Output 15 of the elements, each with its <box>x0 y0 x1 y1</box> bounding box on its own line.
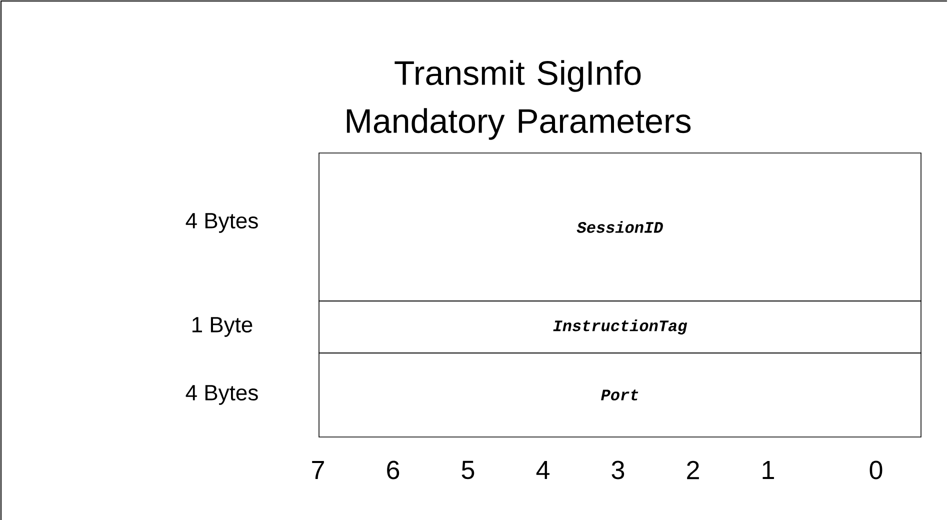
bit-number: 3 <box>612 460 624 480</box>
field-row: Port <box>318 352 922 438</box>
title: Transmit SigInfo Mandatory Parameters <box>346 60 691 140</box>
bit-number: 7 <box>312 461 324 479</box>
field-row: InstructionTag <box>318 300 922 354</box>
bit-number: 4 <box>536 461 550 479</box>
bit-number: 0 <box>870 460 882 480</box>
field-row: SessionID <box>318 152 922 302</box>
bit-number: 2 <box>687 460 699 480</box>
size-label: 1 Byte <box>192 317 252 337</box>
bit-number: 6 <box>387 460 400 480</box>
size-label: 4 Bytes <box>186 213 258 233</box>
bit-number: 1 <box>762 461 774 479</box>
bit-number: 5 <box>462 460 474 480</box>
size-label: 4 Bytes <box>186 385 258 405</box>
